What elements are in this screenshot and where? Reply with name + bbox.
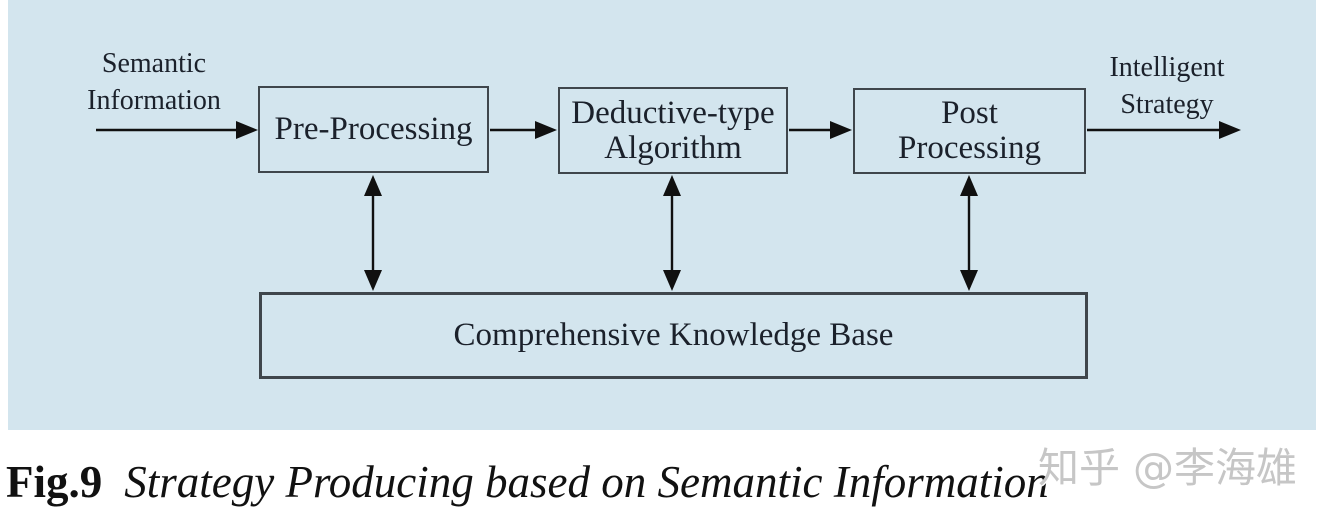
output-label-intelligent-strategy: Intelligent Strategy bbox=[1086, 50, 1248, 124]
figure-caption: Fig.9 Strategy Producing based on Semant… bbox=[6, 457, 1049, 508]
figure-caption-number: Fig.9 bbox=[6, 457, 103, 507]
zhihu-watermark: 知乎 @李海雄 bbox=[1038, 444, 1298, 492]
input-label-semantic-information: Semantic Information bbox=[68, 46, 240, 120]
box-pre-processing: Pre-Processing bbox=[258, 86, 489, 173]
box-post-label-line1: Post bbox=[941, 95, 998, 132]
box-deductive-label-line2: Algorithm bbox=[604, 129, 742, 166]
output-label-line2: Strategy bbox=[1120, 88, 1214, 120]
diagram-panel bbox=[8, 0, 1316, 430]
box-comprehensive-knowledge-base: Comprehensive Knowledge Base bbox=[259, 292, 1088, 379]
figure-caption-title: Strategy Producing based on Semantic Inf… bbox=[124, 457, 1049, 507]
box-pre-processing-label: Pre-Processing bbox=[274, 111, 473, 148]
arrow-deductive-to-postprocessing bbox=[789, 121, 852, 139]
arrow-preprocessing-knowledgebase bbox=[364, 175, 382, 291]
arrow-postprocessing-to-output bbox=[1087, 121, 1241, 139]
box-post-label-line2: Processing bbox=[898, 130, 1041, 166]
input-label-line1: Semantic bbox=[101, 48, 207, 79]
box-post-processing: Post Processing bbox=[853, 88, 1086, 174]
box-knowledge-base-label: Comprehensive Knowledge Base bbox=[453, 317, 894, 354]
arrow-postprocessing-knowledgebase bbox=[960, 175, 978, 291]
arrow-preprocessing-to-deductive bbox=[490, 121, 557, 139]
output-label-line1: Intelligent bbox=[1109, 52, 1225, 83]
input-label-line2: Information bbox=[87, 84, 221, 116]
box-deductive-type-algorithm: Deductive-type Algorithm bbox=[558, 87, 788, 174]
arrow-input-to-preprocessing bbox=[96, 121, 258, 139]
arrow-deductive-knowledgebase bbox=[663, 175, 681, 291]
box-deductive-label-line1: Deductive-type bbox=[571, 94, 775, 131]
